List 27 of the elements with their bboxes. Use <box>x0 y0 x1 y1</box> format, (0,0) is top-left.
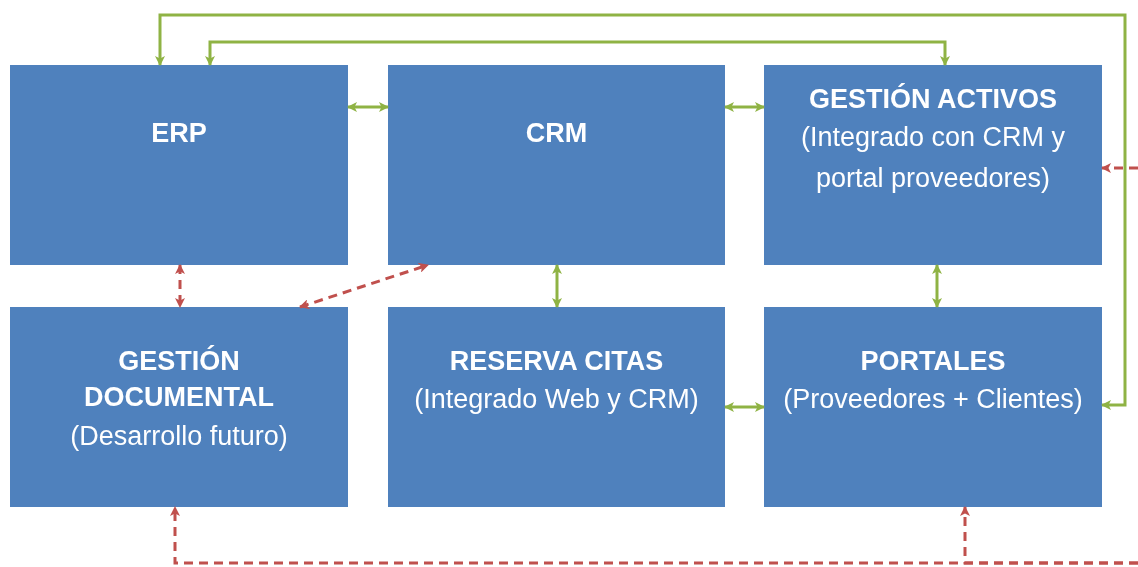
arrow <box>205 40 950 66</box>
process-box <box>388 65 725 265</box>
arrow <box>724 102 765 112</box>
arrow <box>932 264 942 308</box>
box-heading: GESTIÓN ACTIVOS <box>809 82 1057 116</box>
box-text: (Desarrollo futuro) <box>70 419 288 453</box>
process-box <box>388 307 725 507</box>
arrow <box>724 402 765 412</box>
dashed-arrow <box>960 506 1138 565</box>
box-heading: GESTIÓN DOCUMENTAL <box>83 344 275 415</box>
arrow <box>552 264 562 308</box>
dashed-arrow <box>175 264 185 308</box>
box-heading: PORTALES <box>860 345 1006 378</box>
box-heading: RESERVA CITAS <box>449 345 664 378</box>
arrow <box>155 13 1127 410</box>
arrow <box>347 102 389 112</box>
dashed-arrow <box>1101 163 1138 173</box>
process-box <box>764 65 1102 265</box>
process-box <box>764 307 1102 507</box>
box-text: (Integrado con CRM y portal proveedores) <box>799 121 1067 195</box>
process-box <box>10 307 348 507</box>
process-box <box>10 65 348 265</box>
box-text: (Proveedores + Clientes) <box>783 383 1083 417</box>
box-text: (Integrado Web y CRM) <box>414 383 699 417</box>
dashed-arrow <box>299 263 429 309</box>
box-heading: ERP <box>151 117 207 150</box>
box-heading: CRM <box>525 117 588 150</box>
